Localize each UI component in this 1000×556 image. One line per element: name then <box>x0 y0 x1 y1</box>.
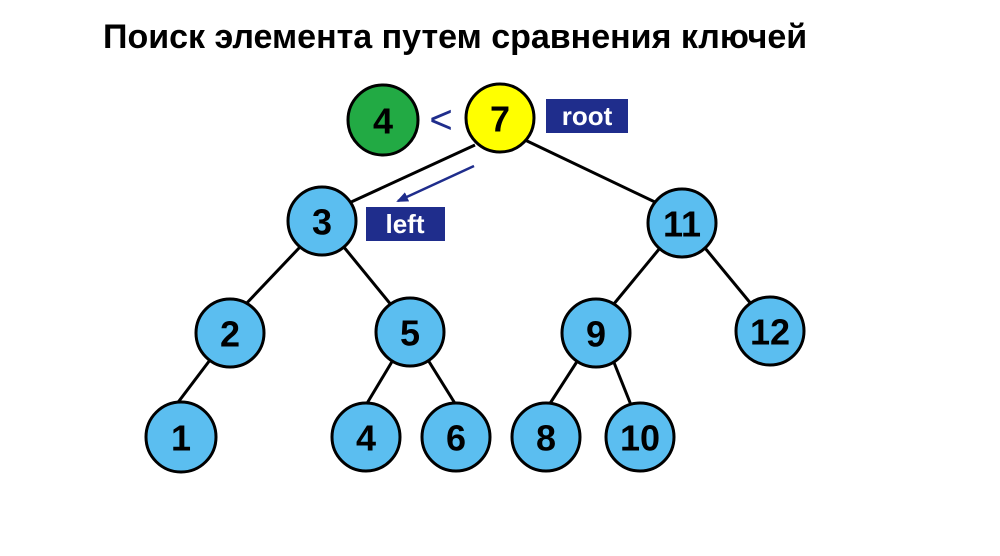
edge-2-1 <box>174 359 212 406</box>
node-5 <box>374 296 446 368</box>
edge-9-8 <box>547 359 580 406</box>
node-3-label: 3 <box>312 202 332 243</box>
search-key-node <box>346 83 420 157</box>
node-6-label: 6 <box>446 418 466 459</box>
node-8-label: 8 <box>536 418 556 459</box>
left-tag-label: left <box>386 209 425 239</box>
node-12 <box>734 295 806 367</box>
root-node <box>464 82 536 154</box>
node-4-label: 4 <box>356 418 376 459</box>
node-2 <box>194 297 266 369</box>
node-8 <box>510 401 582 473</box>
node-9-label: 9 <box>586 314 606 355</box>
root-tag <box>546 99 628 133</box>
node-11-label: 11 <box>663 204 701 245</box>
node-4 <box>330 401 402 473</box>
edge-3-2 <box>242 245 302 308</box>
edge-3-5 <box>341 245 394 307</box>
edge-11-9 <box>611 247 662 306</box>
edge-7-3 <box>348 143 476 205</box>
node-12-label: 12 <box>750 312 790 353</box>
node-1 <box>144 400 218 474</box>
node-11 <box>646 187 718 259</box>
left-tag <box>366 207 445 241</box>
node-5-label: 5 <box>400 313 420 354</box>
node-3 <box>286 185 358 257</box>
root-node-label: 7 <box>490 99 510 140</box>
node-2-label: 2 <box>220 314 240 355</box>
comparison-symbol: < <box>429 98 452 142</box>
edge-11-12 <box>703 247 754 306</box>
node-9 <box>560 297 632 369</box>
edge-5-4 <box>364 359 395 406</box>
node-1-label: 1 <box>171 418 191 459</box>
edge-7-11 <box>524 138 658 205</box>
edge-9-10 <box>611 359 633 406</box>
node-6 <box>420 401 492 473</box>
node-10-label: 10 <box>620 418 660 459</box>
node-10 <box>604 401 676 473</box>
search-arrow <box>396 164 475 203</box>
root-tag-label: root <box>562 101 613 131</box>
edge-5-6 <box>426 359 458 406</box>
search-key-label: 4 <box>373 101 393 142</box>
page-title: Поиск элемента путем сравнения ключей <box>103 18 808 56</box>
